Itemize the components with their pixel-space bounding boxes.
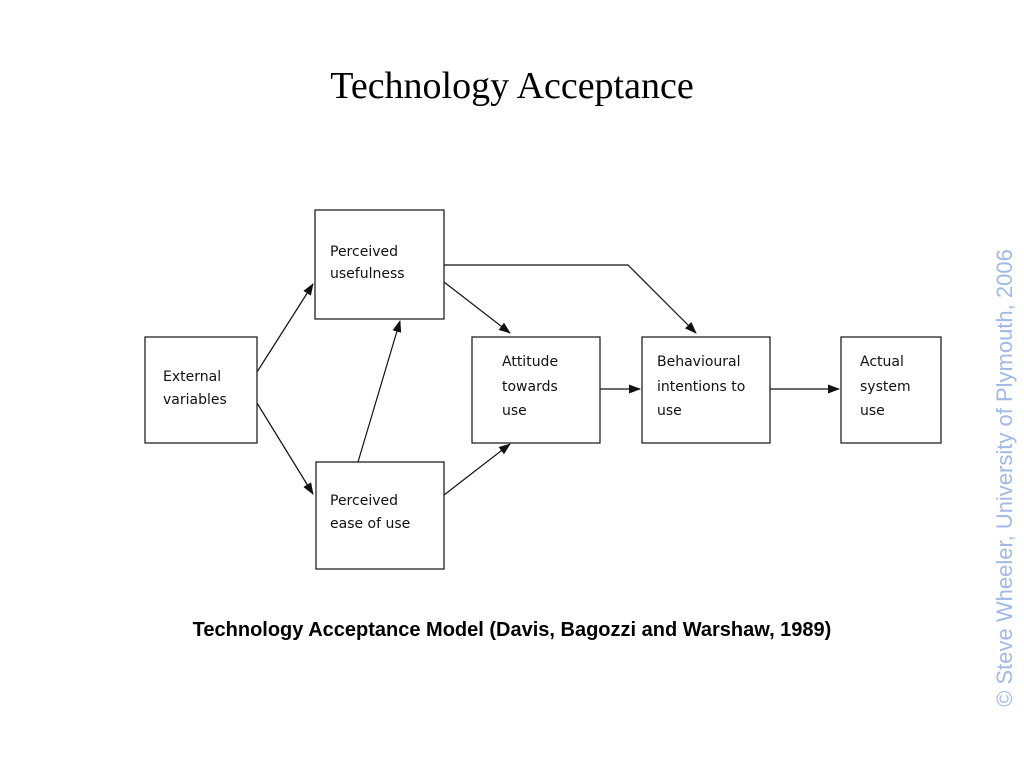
external-variables-label: External variables [163,369,227,408]
behavioural-intentions-label: Behavioural intentions to use [657,354,750,419]
page-title: Technology Acceptance [330,65,694,107]
perceived-usefulness-label: Perceived usefulness [330,244,405,282]
node-labels: External variables Perceived usefulness … [163,244,915,532]
arrow-ease-to-usefulness [357,320,402,463]
arrow-external-to-usefulness [256,283,314,373]
attitude-label: Attitude towards use [502,354,563,419]
boxes [144,209,942,570]
figure-caption: Technology Acceptance Model (Davis, Bago… [192,619,832,641]
behavioural-intentions-box [641,336,771,444]
external-variables-box [144,336,258,444]
perceived-ease-of-use-box [315,461,445,570]
perceived-usefulness-box [314,209,445,320]
copyright-notice: © Steve Wheeler, University of Plymouth,… [992,249,1017,707]
arrow-ease-to-attitude [443,443,511,496]
attitude-box [471,336,601,444]
actual-system-use-box [840,336,942,444]
actual-system-use-label: Actual system use [860,354,915,419]
arrow-usefulness-to-intention [444,264,697,334]
perceived-ease-of-use-label: Perceived ease of use [330,493,410,532]
arrow-external-to-ease [256,402,314,495]
arrow-usefulness-to-attitude [443,281,511,334]
connectors [256,264,840,496]
